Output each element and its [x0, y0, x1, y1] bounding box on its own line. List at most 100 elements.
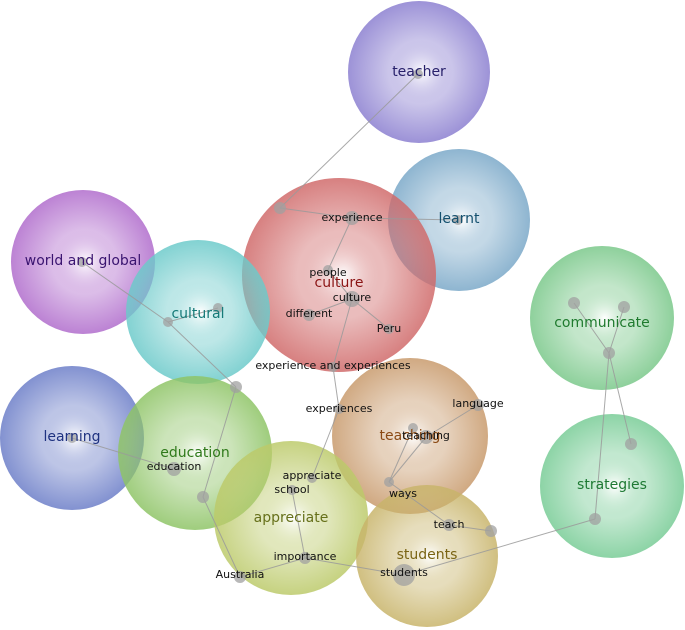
link-line	[403, 518, 596, 576]
bubble-teaching	[332, 358, 488, 514]
junction-dot	[230, 381, 242, 393]
link-line	[425, 404, 479, 438]
term-dot-teaching	[419, 430, 433, 444]
link-line	[304, 557, 405, 576]
term-label-importance: importance	[274, 550, 337, 563]
term-dot-education	[167, 462, 181, 476]
term-label-teaching: teaching	[402, 429, 450, 442]
junction-dot	[274, 202, 286, 214]
term-label-appreciate: appreciate	[283, 469, 342, 482]
junction-dot	[589, 513, 601, 525]
term-dot-language	[472, 399, 484, 411]
link-line	[311, 408, 340, 479]
link-line	[388, 427, 414, 483]
concept-label-cultural: cultural	[171, 306, 224, 322]
junction-dot	[77, 257, 87, 267]
term-dot-different	[303, 309, 315, 321]
junction-dot	[213, 303, 223, 313]
term-dot-school	[287, 485, 297, 495]
term-dot-experience-and-experiences	[328, 362, 338, 372]
concept-label-strategies: strategies	[577, 477, 647, 493]
junction-dot	[413, 69, 423, 79]
junction-dot	[485, 525, 497, 537]
link-line	[351, 217, 459, 221]
link-line	[279, 207, 353, 219]
link-line	[448, 524, 492, 532]
term-dot-experiences	[334, 404, 344, 414]
term-label-australia: Australia	[216, 568, 265, 581]
term-label-teach: teach	[434, 518, 465, 531]
link-line	[388, 436, 427, 483]
link-line	[81, 261, 169, 323]
term-dot-appreciate	[307, 473, 317, 483]
term-nodes	[67, 69, 637, 586]
term-label-students: students	[380, 566, 428, 579]
junction-dot	[453, 215, 463, 225]
link-line	[279, 73, 419, 209]
concept-label-teacher: teacher	[392, 64, 446, 80]
term-label-language: language	[452, 397, 503, 410]
term-label-peru: Peru	[377, 322, 402, 335]
junction-dot	[603, 347, 615, 359]
link-line	[332, 298, 353, 368]
term-label-culture: culture	[333, 291, 372, 304]
concept-label-education: education	[160, 445, 229, 461]
term-dot-importance	[299, 552, 311, 564]
term-label-ways: ways	[389, 487, 417, 500]
link-line	[594, 352, 610, 520]
link-line	[608, 306, 625, 354]
bubble-communicate	[530, 246, 674, 390]
term-dot-ways	[384, 477, 394, 487]
junction-dot	[163, 317, 173, 327]
link-line	[202, 386, 237, 498]
concept-label-world-and-global: world and global	[25, 253, 141, 269]
term-dot-people	[323, 265, 333, 275]
link-line	[291, 489, 306, 559]
term-label-different: different	[286, 307, 333, 320]
concept-labels: teacher learnt culture world and global cult…	[25, 64, 650, 563]
concept-label-teaching: teaching	[380, 428, 441, 444]
concept-label-learnt: learnt	[439, 211, 480, 227]
link-line	[573, 302, 610, 354]
link-line	[167, 307, 219, 323]
concept-label-learning: learning	[43, 429, 100, 445]
term-label-school: school	[274, 483, 309, 496]
term-label-experience: experience	[322, 211, 383, 224]
concept-label-appreciate: appreciate	[254, 510, 329, 526]
junction-dot	[568, 297, 580, 309]
term-dot-teach	[443, 519, 455, 531]
concept-label-students: students	[397, 547, 458, 563]
bubble-strategies	[540, 414, 684, 558]
link-line	[388, 481, 450, 526]
bubble-appreciate	[214, 441, 368, 595]
link-line	[332, 366, 340, 410]
junction-dot	[625, 438, 637, 450]
term-label-experience-and-experiences: experience and experiences	[255, 359, 411, 372]
concept-label-communicate: communicate	[554, 315, 650, 331]
concept-label-culture: culture	[315, 275, 364, 291]
junction-dot	[67, 433, 77, 443]
term-label-education: education	[147, 460, 202, 473]
link-line	[71, 437, 175, 470]
link-line	[167, 321, 237, 388]
term-dot-experience	[345, 211, 359, 225]
term-dot-students	[393, 564, 415, 586]
term-dot-australia	[234, 571, 246, 583]
junction-dot	[408, 423, 418, 433]
bubble-students	[356, 485, 498, 627]
link-line	[202, 496, 241, 578]
term-labels: experiencepeopleculturedifferentPeruexpe…	[147, 211, 504, 581]
junction-dot	[197, 491, 209, 503]
term-label-people: people	[309, 266, 347, 279]
link-line	[239, 557, 306, 578]
term-links	[71, 73, 632, 578]
bubble-cultural	[126, 240, 270, 384]
junction-dot	[618, 301, 630, 313]
term-dot-culture	[344, 291, 360, 307]
term-label-experiences: experiences	[306, 402, 373, 415]
term-dot-peru	[384, 324, 394, 334]
bubble-culture	[242, 178, 436, 372]
link-line	[608, 352, 632, 445]
link-line	[327, 217, 353, 271]
